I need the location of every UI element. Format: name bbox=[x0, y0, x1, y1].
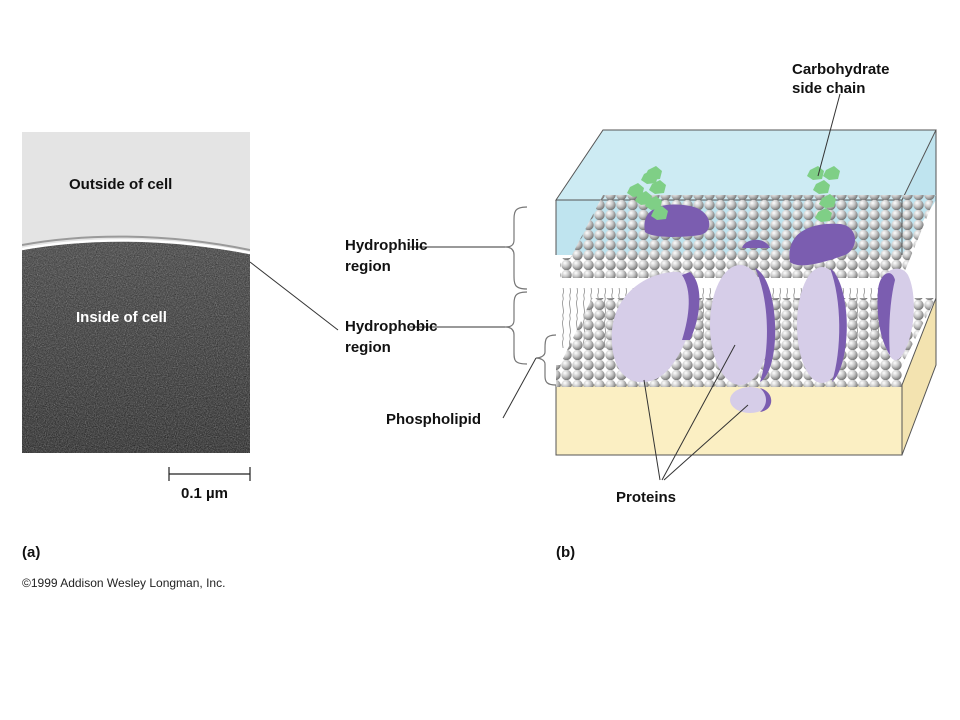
brace-phospholipid bbox=[535, 334, 557, 386]
panel-a-label: (a) bbox=[22, 544, 41, 561]
upper-lipid-layer bbox=[560, 195, 936, 278]
brace-hydrophilic bbox=[504, 206, 528, 290]
micrograph-image bbox=[22, 132, 250, 453]
panel-b-label: (b) bbox=[556, 544, 576, 561]
hydrophilic-label-line2: region bbox=[345, 258, 391, 275]
hydrophobic-label-line2: region bbox=[345, 339, 391, 356]
outside-of-cell-label: Outside of cell bbox=[69, 176, 173, 193]
hydrophilic-label-line1: Hydrophilic bbox=[345, 237, 428, 254]
copyright-notice: ©1999 Addison Wesley Longman, Inc. bbox=[22, 576, 226, 590]
hydrophobic-label-line1: Hydrophobic bbox=[345, 318, 438, 335]
transmembrane-protein-2 bbox=[710, 265, 770, 385]
transmembrane-protein-3 bbox=[797, 267, 847, 383]
proteins-label: Proteins bbox=[616, 489, 677, 506]
membrane-proteins bbox=[611, 204, 914, 413]
cell-micrograph: Outside of cell Inside of cell bbox=[22, 132, 250, 453]
brace-hydrophobic bbox=[504, 291, 528, 365]
micrograph-leader-line bbox=[249, 261, 339, 331]
phospholipid-label: Phospholipid bbox=[386, 411, 481, 428]
carbohydrate-chains bbox=[627, 166, 840, 222]
scale-bar-label: 0.1 µm bbox=[181, 485, 228, 502]
carbohydrate-label-line2: side chain bbox=[792, 80, 866, 97]
transmembrane-protein-1 bbox=[611, 271, 699, 383]
cytoplasm bbox=[555, 297, 937, 456]
inside-of-cell-label: Inside of cell bbox=[76, 309, 167, 326]
peripheral-protein-bottom bbox=[730, 387, 770, 413]
leader-lines bbox=[410, 93, 841, 481]
scale-bar bbox=[168, 467, 251, 481]
carbohydrate-label-line1: Carbohydrate bbox=[792, 61, 890, 78]
